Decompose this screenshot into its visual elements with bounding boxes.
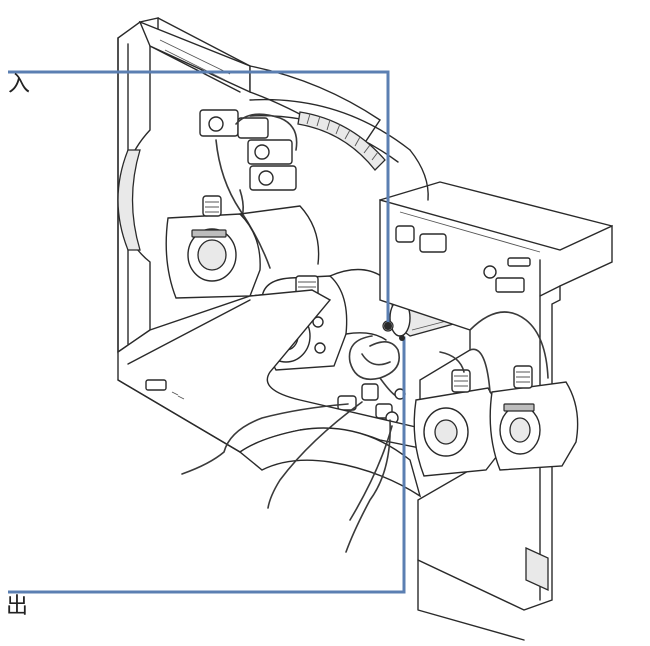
arc-bracket [249,98,429,201]
outlet-label: 出 [6,594,29,619]
inlet-label: 入 [8,72,31,97]
base-tray [117,289,422,498]
flow-path-callout [8,70,406,594]
upper-valve-block [199,109,298,269]
right-pump-heads [413,311,579,477]
outlet-connector-icon [399,335,405,341]
inlet-flow-line [8,70,390,326]
loose-tubing [181,401,393,553]
left-pump-head [165,195,320,299]
inlet-connector-icon [384,322,392,330]
